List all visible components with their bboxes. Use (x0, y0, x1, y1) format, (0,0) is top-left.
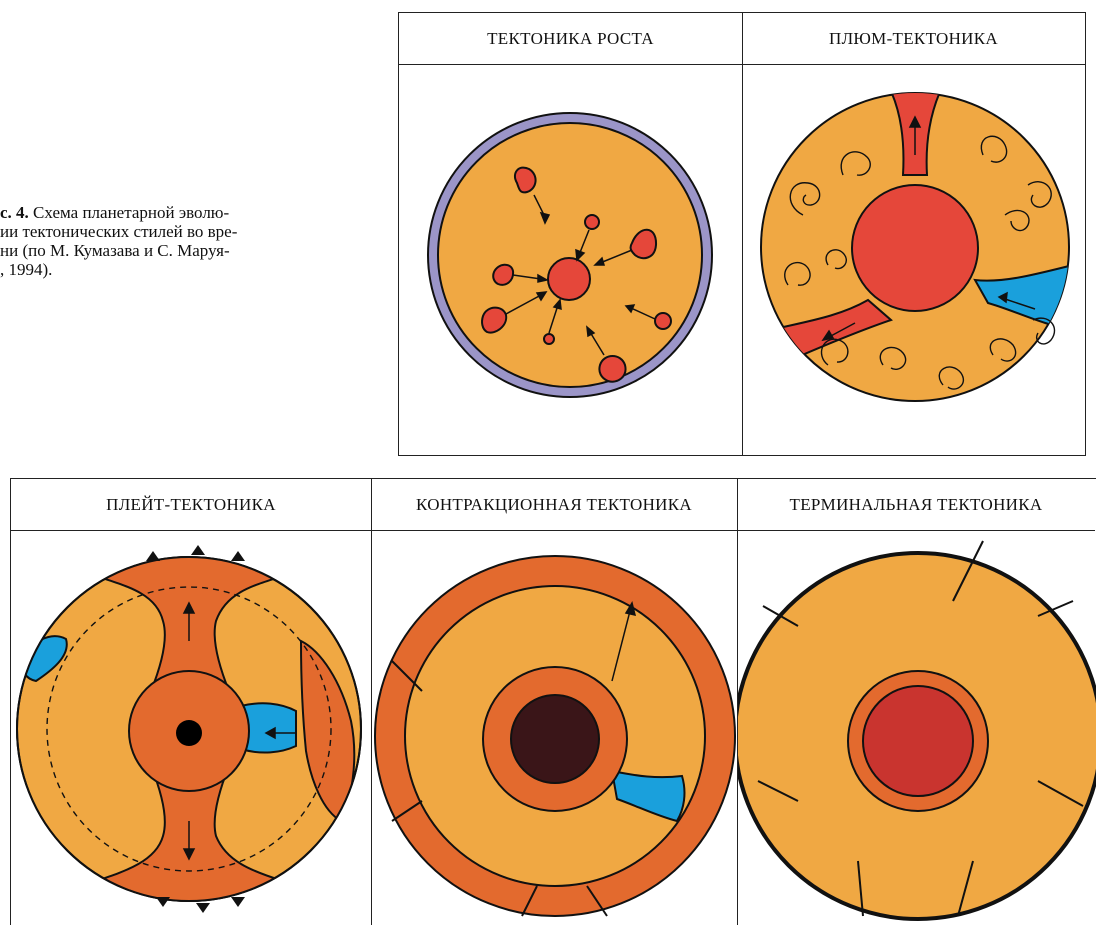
terminal-core (863, 686, 973, 796)
iron-blob (599, 356, 625, 382)
panel-title-terminal: ТЕРМИНАЛЬНАЯ ТЕКТОНИКА (737, 479, 1095, 531)
iron-blob (544, 334, 554, 344)
inner-core (176, 720, 202, 746)
caption-lead: с. 4. (0, 203, 29, 222)
bottom-panel: ПЛЕЙТ-ТЕКТОНИКА КОНТРАКЦИОННАЯ ТЕКТОНИКА… (10, 478, 1096, 925)
figure-caption: с. 4. Схема планетарной эволю- ии тектон… (0, 203, 370, 279)
accreting-core (548, 258, 590, 300)
iron-blob (515, 168, 536, 193)
magma-ocean-mantle (438, 123, 702, 387)
panel-title-contraction: КОНТРАКЦИОННАЯ ТЕКТОНИКА (371, 479, 737, 531)
panel-title-plate: ПЛЕЙТ-ТЕКТОНИКА (11, 479, 371, 531)
iron-blob (493, 265, 513, 285)
caption-line-1: с. 4. Схема планетарной эволю- (0, 203, 370, 222)
caption-line-3: ни (по М. Кумазава и С. Маруя- (0, 241, 370, 260)
terminal-tectonics-diagram (738, 531, 1096, 926)
plume-core (852, 185, 978, 311)
iron-blob (585, 215, 599, 229)
caption-line-4: , 1994). (0, 260, 370, 279)
caption-line-2: ии тектонических стилей во вре- (0, 222, 370, 241)
top-panel: ТЕКТОНИКА РОСТА ПЛЮМ-ТЕКТОНИКА (398, 12, 1086, 456)
panel-title-plume: ПЛЮМ-ТЕКТОНИКА (742, 13, 1085, 65)
iron-blob (655, 313, 671, 329)
plate-tectonics-diagram (11, 531, 371, 926)
contraction-tectonics-diagram (372, 531, 737, 926)
panel-title-growth: ТЕКТОНИКА РОСТА (399, 13, 742, 65)
plume-tectonics-diagram (743, 65, 1086, 455)
contraction-core (511, 695, 599, 783)
growth-tectonics-diagram (399, 65, 742, 455)
